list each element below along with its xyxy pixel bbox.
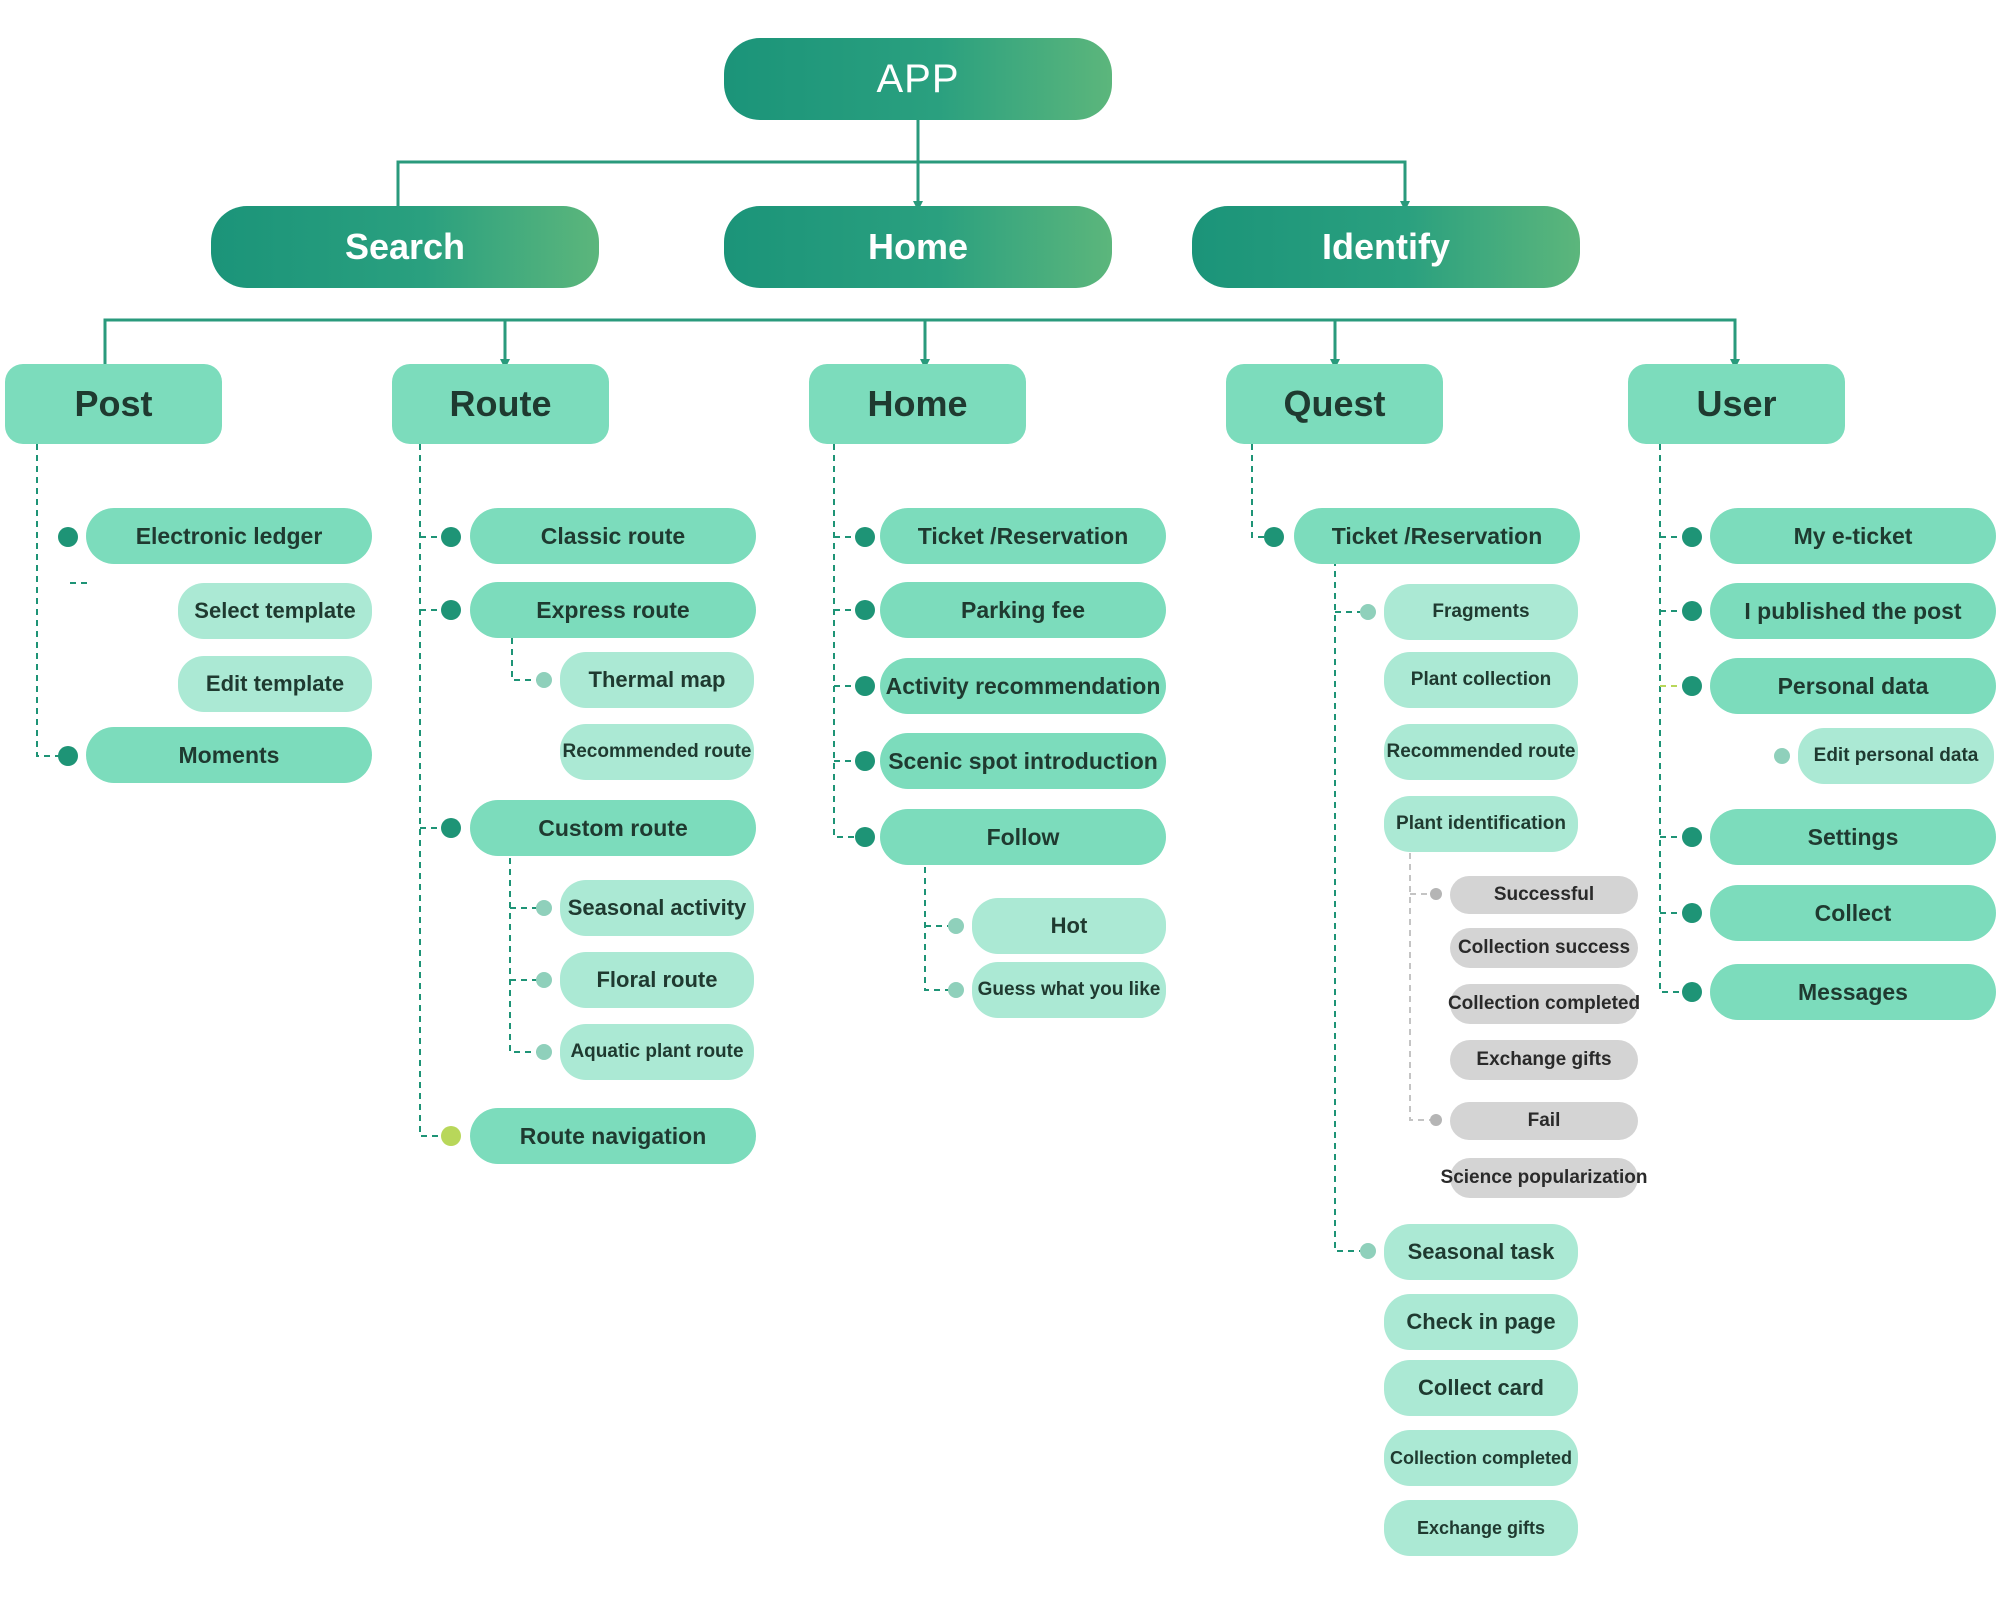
bullet-dot [58,746,78,766]
bullet-dot [441,600,461,620]
bullet-dot [855,751,875,771]
quest-item-successful[interactable]: Successful [1450,876,1638,914]
bullet-dot [1264,527,1284,547]
post-item-select-template[interactable]: Select template [178,583,372,639]
section-home[interactable]: Home [809,364,1026,444]
route-item-custom-route[interactable]: Custom route [470,800,756,856]
post-item-electronic-ledger[interactable]: Electronic ledger [86,508,372,564]
quest-item-seasonal-task[interactable]: Seasonal task [1384,1224,1578,1280]
post-item-moments[interactable]: Moments [86,727,372,783]
home-item-scenic-spot-introduction[interactable]: Scenic spot introduction [880,733,1166,789]
user-item-messages[interactable]: Messages [1710,964,1996,1020]
bullet-dot [536,672,552,688]
route-item-thermal-map[interactable]: Thermal map [560,652,754,708]
home-item-activity-recommendation[interactable]: Activity recommendation [880,658,1166,714]
home-item-guess-what-you-like[interactable]: Guess what you like [972,962,1166,1018]
bullet-dot [855,527,875,547]
quest-item-collect-card[interactable]: Collect card [1384,1360,1578,1416]
user-item-my-e-ticket[interactable]: My e-ticket [1710,508,1996,564]
bullet-dot [1430,888,1442,900]
section-post[interactable]: Post [5,364,222,444]
quest-item-exchange-gifts-grey[interactable]: Exchange gifts [1450,1040,1638,1080]
post-item-edit-template[interactable]: Edit template [178,656,372,712]
node-search[interactable]: Search [211,206,599,288]
quest-item-collection-completed[interactable]: Collection completed [1384,1430,1578,1486]
quest-item-recommended-route[interactable]: Recommended route [1384,724,1578,780]
bullet-dot [441,1126,461,1146]
route-item-floral-route[interactable]: Floral route [560,952,754,1008]
bullet-dot [948,982,964,998]
bullet-dot [1774,748,1790,764]
bullet-dot [1682,903,1702,923]
bullet-dot [1682,601,1702,621]
node-identify[interactable]: Identify [1192,206,1580,288]
section-user[interactable]: User [1628,364,1845,444]
user-item-collect[interactable]: Collect [1710,885,1996,941]
bullet-dot [58,527,78,547]
quest-item-fail[interactable]: Fail [1450,1102,1638,1140]
bullet-dot [948,918,964,934]
home-item-parking-fee[interactable]: Parking fee [880,582,1166,638]
bullet-dot [441,527,461,547]
quest-item-fragments[interactable]: Fragments [1384,584,1578,640]
bullet-dot [441,818,461,838]
bullet-dot [855,676,875,696]
home-item-hot[interactable]: Hot [972,898,1166,954]
bullet-dot [1430,1114,1442,1126]
quest-item-ticket-reservation[interactable]: Ticket /Reservation [1294,508,1580,564]
home-item-ticket-reservation[interactable]: Ticket /Reservation [880,508,1166,564]
section-route[interactable]: Route [392,364,609,444]
bullet-dot [536,972,552,988]
quest-item-plant-identification[interactable]: Plant identification [1384,796,1578,852]
node-home-main[interactable]: Home [724,206,1112,288]
quest-item-plant-collection[interactable]: Plant collection [1384,652,1578,708]
route-item-express-route[interactable]: Express route [470,582,756,638]
quest-item-science-popularization[interactable]: Science popularization [1441,1158,1647,1198]
quest-item-check-in-page[interactable]: Check in page [1384,1294,1578,1350]
bullet-dot [1360,1243,1376,1259]
bullet-dot [1682,676,1702,696]
route-item-recommended-route[interactable]: Recommended route [560,724,754,780]
root-node-app[interactable]: APP [724,38,1112,120]
bullet-dot [855,600,875,620]
quest-item-collection-success[interactable]: Collection success [1450,928,1638,968]
bullet-dot [1682,527,1702,547]
bullet-dot [1360,604,1376,620]
bullet-dot [536,1044,552,1060]
bullet-dot [536,900,552,916]
route-item-route-navigation[interactable]: Route navigation [470,1108,756,1164]
bullet-dot [1682,827,1702,847]
section-quest[interactable]: Quest [1226,364,1443,444]
route-item-classic-route[interactable]: Classic route [470,508,756,564]
route-item-aquatic-plant-route[interactable]: Aquatic plant route [560,1024,754,1080]
user-item-settings[interactable]: Settings [1710,809,1996,865]
bullet-dot [1682,982,1702,1002]
user-item-i-published-the-post[interactable]: I published the post [1710,583,1996,639]
quest-item-collection-completed-grey[interactable]: Collection completed [1448,984,1640,1024]
user-item-edit-personal-data[interactable]: Edit personal data [1798,728,1994,784]
quest-item-exchange-gifts[interactable]: Exchange gifts [1384,1500,1578,1556]
home-item-follow[interactable]: Follow [880,809,1166,865]
route-item-seasonal-activity[interactable]: Seasonal activity [560,880,754,936]
bullet-dot [855,827,875,847]
user-item-personal-data[interactable]: Personal data [1710,658,1996,714]
